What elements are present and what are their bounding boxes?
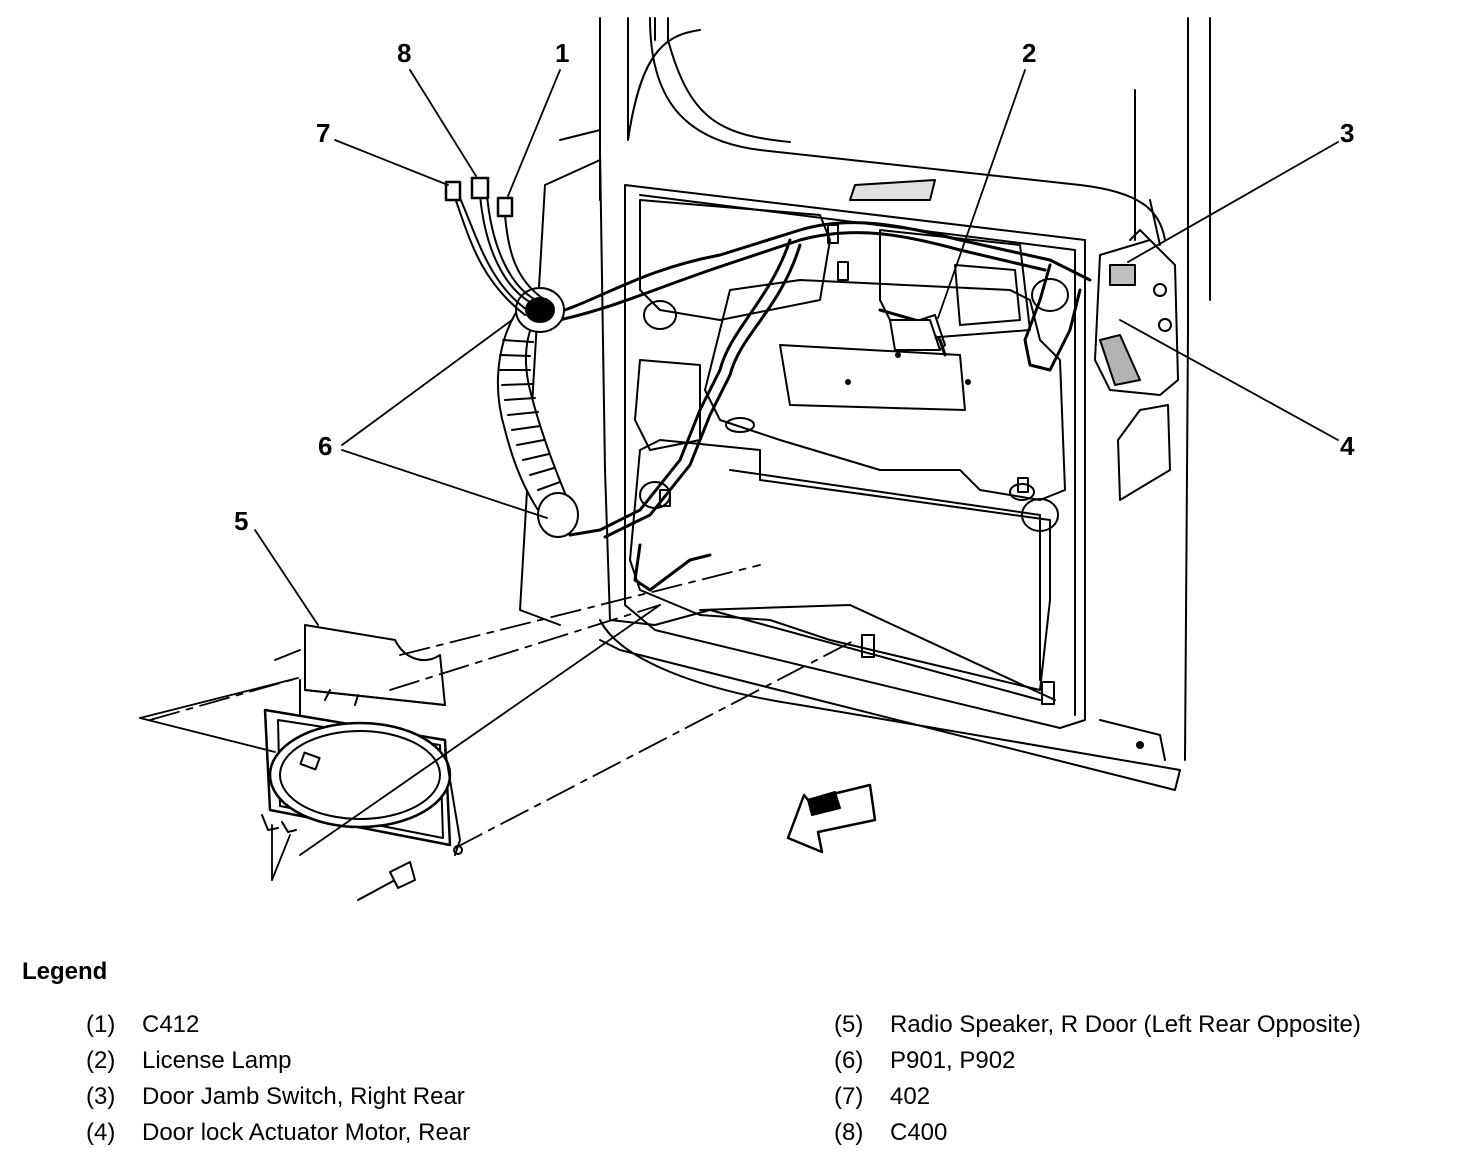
legend-number: (4) [86,1119,116,1146]
legend-item: (1) C412 [86,1010,470,1046]
legend-number: (7) [834,1083,864,1110]
legend-item: (4) Door lock Actuator Motor, Rear [86,1118,470,1154]
license-lamp [889,314,946,351]
legend-label: 402 [890,1083,931,1110]
callout-leaders [139,69,1339,881]
legend-item: (6) P901, P902 [834,1046,1361,1082]
callout-4: 4 [1340,431,1355,461]
legend-title: Legend [22,958,108,985]
legend-number: (3) [86,1083,116,1110]
legend-label: Door lock Actuator Motor, Rear [142,1119,471,1146]
callout-8: 8 [397,38,411,68]
forward-direction-arrow [786,783,877,854]
legend-label: P901, P902 [890,1047,1016,1074]
legend-item: (3) Door Jamb Switch, Right Rear [86,1082,470,1118]
legend-column-right: (5) Radio Speaker, R Door (Left Rear Oppo… [834,1010,1361,1154]
legend-item: (5) Radio Speaker, R Door (Left Rear Oppo… [834,1010,1361,1046]
callout-7: 7 [316,118,330,148]
radio-speaker [261,624,463,856]
legend-label: Radio Speaker, R Door (Left Rear Opposit… [890,1011,1361,1038]
legend-item: (8) C400 [834,1118,1361,1154]
callout-2: 2 [1022,38,1036,68]
legend-label: C412 [142,1011,200,1038]
door-wiring-diagram: 1 2 3 4 5 6 7 8 [139,17,1355,901]
mounting-lines [149,564,856,849]
door-frame [519,17,1211,791]
legend-label: License Lamp [142,1047,292,1074]
legend-number: (8) [834,1119,864,1146]
legend-number: (5) [834,1011,864,1038]
callout-6: 6 [318,431,332,461]
mounting-screw [357,861,416,901]
callout-5: 5 [234,506,248,536]
legend-number: (1) [86,1011,116,1038]
legend-number: (2) [86,1047,116,1074]
connectors-7-8-1 [444,176,546,316]
legend-item: (7) 402 [834,1082,1361,1118]
legend-label: C400 [890,1119,948,1146]
harness-conduit [496,287,579,538]
legend-number: (6) [834,1047,864,1074]
inner-door-panel [624,184,1144,749]
legend-label: Door Jamb Switch, Right Rear [142,1083,465,1110]
callout-3: 3 [1340,118,1354,148]
callout-1: 1 [555,38,569,68]
legend-column-left: (1) C412 (2) License Lamp (3) Door Jamb Swi… [86,1010,470,1154]
door-latch-area [1094,229,1179,396]
legend-item: (2) License Lamp [86,1046,470,1082]
callout-numbers: 1 2 3 4 5 6 7 8 [234,38,1355,536]
